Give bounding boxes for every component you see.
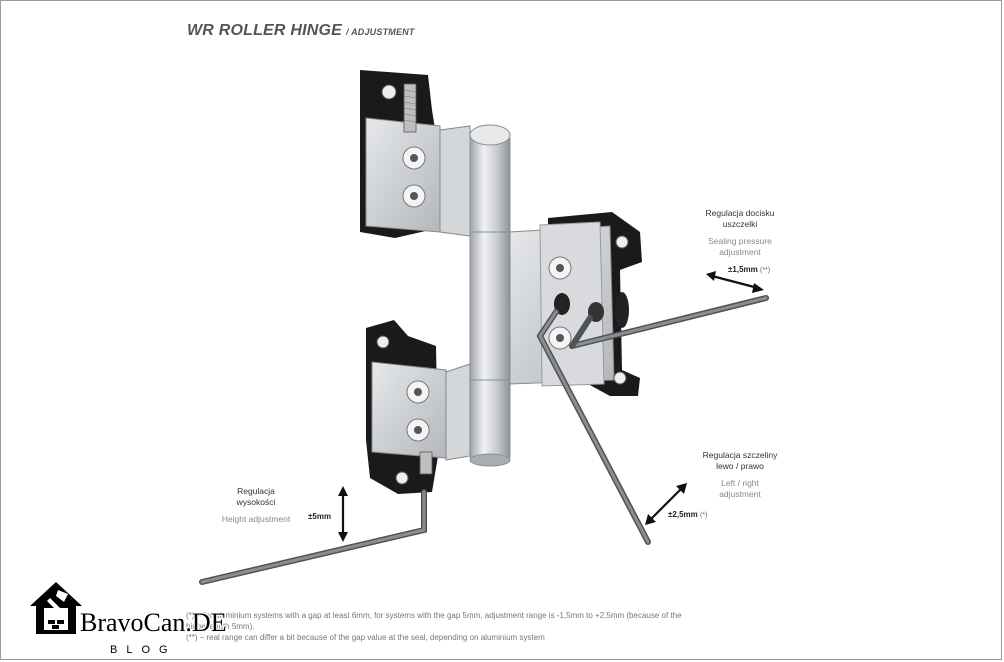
title-main: WR ROLLER HINGE xyxy=(187,22,342,39)
height-label: Regulacja wysokości Height adjustment xyxy=(208,486,304,525)
house-hammer-icon xyxy=(30,582,82,634)
sealing-dim-note: (**) xyxy=(759,267,771,274)
footnote-2: (**) – real range can differ a bit becau… xyxy=(186,633,545,642)
sealing-en-line2: adjustment xyxy=(719,247,761,257)
height-dimension: ±5mm xyxy=(308,512,331,521)
footnotes: (*) – for aluminium systems with a gap a… xyxy=(186,610,786,643)
lateral-en-line1: Left / right xyxy=(721,478,759,488)
watermark-brand: BravoCan.DE xyxy=(80,608,227,637)
sealing-pressure-label: Regulacja docisku uszczelki Sealing pres… xyxy=(690,208,790,258)
height-pl-line1: Regulacja xyxy=(237,486,275,496)
footnote-1: (*) – for aluminium systems with a gap a… xyxy=(186,611,682,620)
footnote-1-cont: hinge length 5mm). xyxy=(186,622,255,631)
sealing-dim-value: ±1,5mm xyxy=(728,265,758,274)
sealing-pl-line1: Regulacja docisku xyxy=(705,208,775,218)
left-right-label: Regulacja szczeliny lewo / prawo Left / … xyxy=(690,450,790,500)
height-pl-line2: wysokości xyxy=(236,497,276,507)
dimension-arrows xyxy=(338,271,764,542)
lateral-pl-line2: lewo / prawo xyxy=(716,461,764,471)
title-sub: / ADJUSTMENT xyxy=(346,27,415,37)
hinge-barrel xyxy=(469,124,511,467)
lateral-pl-line1: Regulacja szczeliny xyxy=(702,450,778,460)
bottom-leaf xyxy=(366,320,471,494)
sealing-dimension: ±1,5mm (**) xyxy=(728,265,770,274)
allen-keys xyxy=(199,295,769,585)
sealing-en-line1: Sealing pressure xyxy=(708,236,772,246)
top-leaf xyxy=(360,70,471,238)
sealing-pl-line2: uszczelki xyxy=(722,219,758,229)
height-dim-value: ±5mm xyxy=(308,512,332,521)
lateral-dimension: ±2,5mm (*) xyxy=(668,510,707,519)
right-frame-leaf xyxy=(509,212,642,396)
lateral-dim-note: (*) xyxy=(699,512,708,519)
lateral-dim-value: ±2,5mm xyxy=(668,510,698,519)
watermark-tagline: BLOG xyxy=(110,644,177,656)
height-en-line1: Height adjustment xyxy=(221,514,291,524)
diagram-title: WR ROLLER HINGE / ADJUSTMENT xyxy=(187,22,415,40)
lateral-en-line2: adjustment xyxy=(719,489,761,499)
